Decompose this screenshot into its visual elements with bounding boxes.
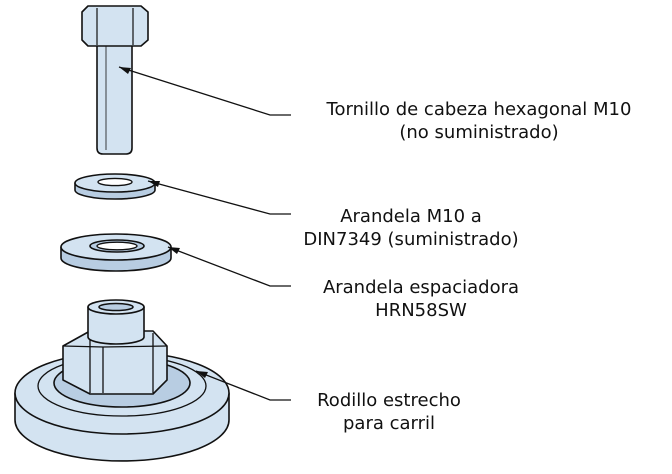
bolt-callout-line2: (no suministrado) — [399, 122, 559, 143]
spacer-washer — [60, 233, 172, 272]
spacer-callout-line2: HRN58SW — [375, 300, 467, 321]
washer-callout-line1: Arandela M10 a — [340, 206, 482, 227]
narrow-rail-roller — [14, 299, 230, 462]
roller-callout-line2: para carril — [342, 413, 436, 434]
hex-bolt — [81, 5, 149, 155]
m10-washer — [74, 173, 156, 200]
bolt-callout: Tornillo de cabeza hexagonal M10 (no sum… — [296, 98, 662, 144]
spacer-callout: Arandela espaciadora HRN58SW — [298, 276, 544, 322]
washer-callout: Arandela M10 a DIN7349 (suministrado) — [282, 205, 540, 251]
washer-callout-line2: DIN7349 (suministrado) — [303, 229, 519, 250]
bolt-callout-line1: Tornillo de cabeza hexagonal M10 — [326, 99, 632, 120]
leader-lines — [118, 66, 291, 401]
spacer-callout-line1: Arandela espaciadora — [322, 277, 520, 298]
roller-callout-line1: Rodillo estrecho — [317, 390, 461, 411]
roller-callout: Rodillo estrecho para carril — [292, 389, 486, 435]
